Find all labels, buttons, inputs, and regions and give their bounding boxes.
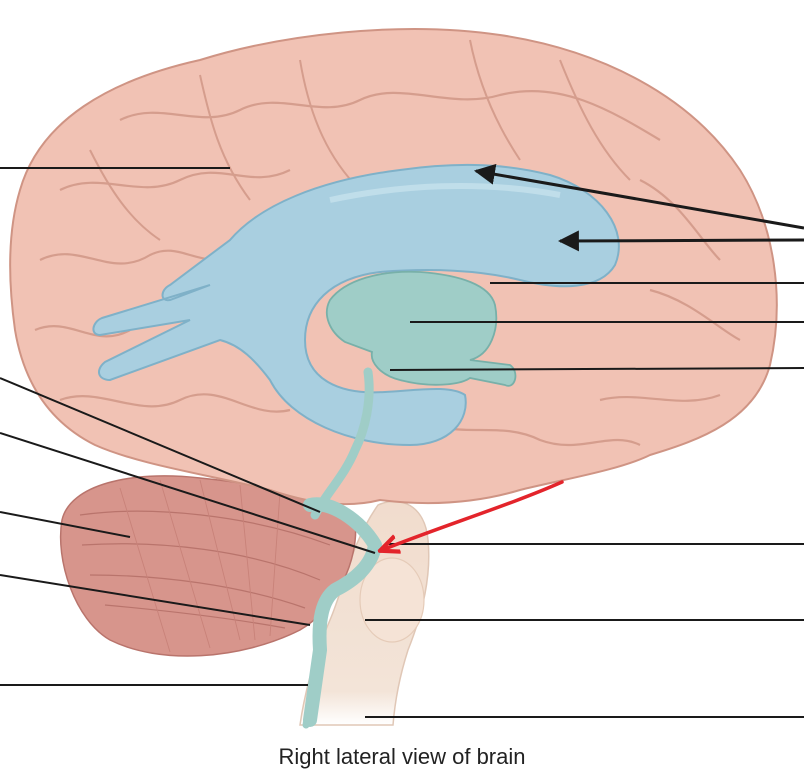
leader-line-left-3 (0, 432, 376, 554)
leader-lines-right (365, 163, 804, 718)
figure-caption: Right lateral view of brain (278, 744, 526, 769)
lateral-ventricle (92, 163, 620, 447)
cerebral-aqueduct (310, 367, 374, 520)
leader-lines-left (0, 167, 376, 686)
third-ventricle (325, 270, 517, 387)
leader-line-left-2 (0, 377, 321, 513)
leader-line-right-5 (389, 367, 804, 371)
cerebellum (59, 475, 357, 657)
red-highlight-arrow (382, 480, 564, 550)
leader-arrow-1 (473, 163, 804, 230)
central-canal (302, 646, 322, 729)
leader-line-left-5 (0, 574, 311, 626)
leader-arrow-2 (557, 230, 804, 252)
leader-line-left-4 (0, 511, 131, 538)
fourth-ventricle (303, 497, 382, 727)
